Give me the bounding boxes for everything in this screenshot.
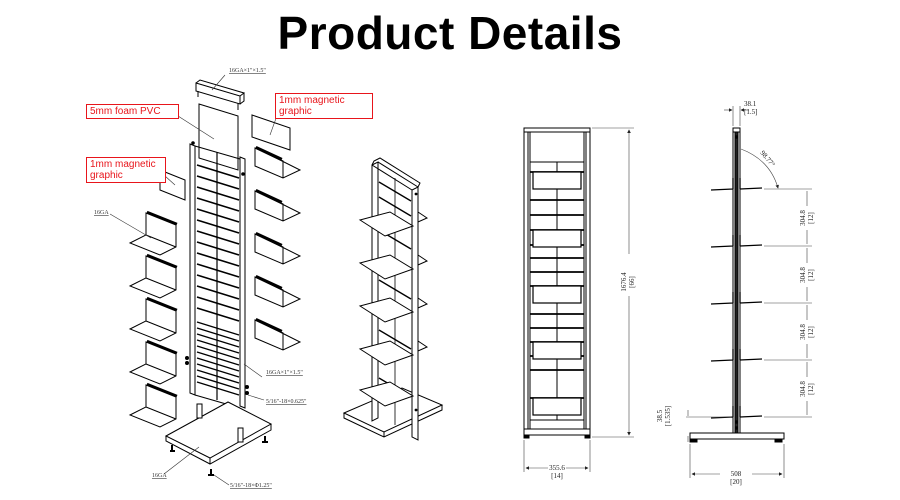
front-shelf-lips [532,171,582,416]
exploded-view [109,74,302,486]
iso-shelves [358,211,429,407]
side-spacing-4-in: [12] [807,383,815,395]
label-bolt-upright: 5/16"-18×0.625" [266,399,307,405]
side-spacing-2-in: [12] [807,269,815,281]
side-top-tube-in: [1.5] [744,108,757,116]
callout-foam-pvc: 5mm foam PVC [86,104,179,119]
side-bottom-offset-in: [1.535] [664,406,672,426]
side-base-depth-in: [20] [730,478,742,486]
label-upright-tube: 16GA×1"×1.5" [266,370,303,376]
side-bottom-offset-mm: 38.5 [656,409,664,422]
side-spacing-1-in: [12] [807,212,815,224]
front-width-mm: 355.6 [549,464,565,472]
callout-magnetic-graphic-top: 1mm magnetic graphic [275,93,373,119]
foam-pvc-panel [198,103,239,171]
side-spacing-2-mm: 304.8 [799,267,807,283]
left-shelves [128,210,178,428]
assembled-isometric-view [342,157,444,441]
side-view [686,106,812,478]
label-base: 16GA [152,473,167,479]
side-base-depth-mm: 508 [731,470,742,478]
grid-frame [185,141,249,409]
side-shelf-angle: 98.77° [759,149,777,169]
base-plate [164,401,273,476]
side-spacing-1-mm: 304.8 [799,210,807,226]
side-spacing-3-mm: 304.8 [799,324,807,340]
label-header-tube: 16GA×1"×1.5" [229,68,266,74]
front-height-mm: 1676.4 [620,272,628,292]
front-height-in: [66] [628,276,636,288]
front-view [523,127,634,472]
side-spacing-3-in: [12] [807,326,815,338]
page-title: Product Details [277,7,623,59]
right-shelves [254,145,302,351]
label-leveler: 5/16"-18×Φ1.25" [230,483,272,489]
callout-magnetic-graphic-left: 1mm magnetic graphic [86,157,166,183]
side-top-tube-mm: 38.1 [744,100,757,108]
side-spacing-4-mm: 304.8 [799,381,807,397]
side-shelf-arms [710,178,763,419]
label-shelf: 16GA [94,210,109,216]
front-width-in: [14] [551,472,563,480]
header-tube [195,79,246,110]
